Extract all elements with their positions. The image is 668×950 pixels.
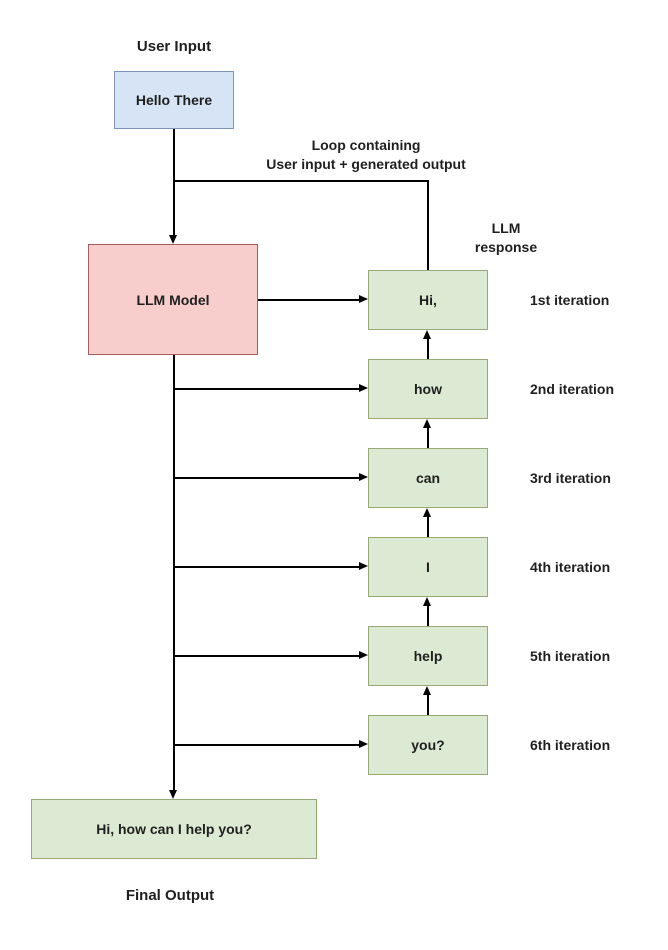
branch-line-6 xyxy=(173,744,359,746)
arrowhead-into-final-icon xyxy=(169,790,177,799)
user-input-label: User Input xyxy=(136,38,212,55)
branch-line-4 xyxy=(173,566,359,568)
token-text-5: help xyxy=(413,648,443,664)
arrowhead-up-1-icon xyxy=(423,330,431,339)
loop-label: Loop containing User input + generated o… xyxy=(234,136,498,174)
llm-model-box: LLM Model xyxy=(88,244,258,355)
iteration-label-1: 1st iteration xyxy=(530,292,610,308)
token-text-3: can xyxy=(415,470,441,486)
up-line-3 xyxy=(427,517,429,537)
token-text-2: how xyxy=(414,381,442,397)
iteration-label-2: 2nd iteration xyxy=(530,381,615,397)
model-to-token1-line xyxy=(258,299,359,301)
arrowhead-into-model-icon xyxy=(169,235,177,244)
branch-line-5 xyxy=(173,655,359,657)
arrowhead-up-4-icon xyxy=(423,597,431,606)
arrowhead-up-2-icon xyxy=(423,419,431,428)
iteration-label-3: 3rd iteration xyxy=(530,470,611,486)
iteration-label-5: 5th iteration xyxy=(530,648,611,664)
input-to-model-line xyxy=(173,129,175,235)
token-text-4: I xyxy=(426,559,430,575)
llm-model-box-text: LLM Model xyxy=(136,291,210,308)
iteration-label-6: 6th iteration xyxy=(530,737,611,753)
final-output-box-text: Hi, how can I help you? xyxy=(96,821,252,837)
token-box-6: you? xyxy=(368,715,488,775)
loop-horizontal-line xyxy=(173,180,428,182)
loop-label-line2: User input + generated output xyxy=(266,156,466,172)
llm-response-label-line1: LLM xyxy=(491,220,521,236)
final-output-box: Hi, how can I help you? xyxy=(31,799,317,859)
token-box-1: Hi, xyxy=(368,270,488,330)
llm-response-label: LLM response xyxy=(446,219,566,257)
up-line-4 xyxy=(427,606,429,626)
token-box-5: help xyxy=(368,626,488,686)
arrowhead-branch-4-icon xyxy=(359,562,368,570)
arrowhead-branch-2-icon xyxy=(359,384,368,392)
arrowhead-up-5-icon xyxy=(423,686,431,695)
up-line-1 xyxy=(427,339,429,359)
arrowhead-up-3-icon xyxy=(423,508,431,517)
final-output-label: Final Output xyxy=(125,887,215,904)
token-text-6: you? xyxy=(411,737,445,753)
arrowhead-branch-6-icon xyxy=(359,740,368,748)
branch-line-3 xyxy=(173,477,359,479)
token-text-1: Hi, xyxy=(419,292,437,308)
user-input-box-text: Hello There xyxy=(135,92,213,108)
arrowhead-branch-5-icon xyxy=(359,651,368,659)
arrowhead-into-token1-icon xyxy=(359,295,368,303)
token-box-2: how xyxy=(368,359,488,419)
arrowhead-branch-3-icon xyxy=(359,473,368,481)
loop-vertical-line xyxy=(427,180,429,270)
user-input-box: Hello There xyxy=(114,71,234,129)
up-line-2 xyxy=(427,428,429,448)
iteration-label-4: 4th iteration xyxy=(530,559,611,575)
loop-label-line1: Loop containing xyxy=(311,137,421,153)
llm-response-label-line2: response xyxy=(474,239,538,255)
branch-line-2 xyxy=(173,388,359,390)
model-to-final-line xyxy=(173,355,175,790)
token-box-4: I xyxy=(368,537,488,597)
up-line-5 xyxy=(427,695,429,715)
token-box-3: can xyxy=(368,448,488,508)
